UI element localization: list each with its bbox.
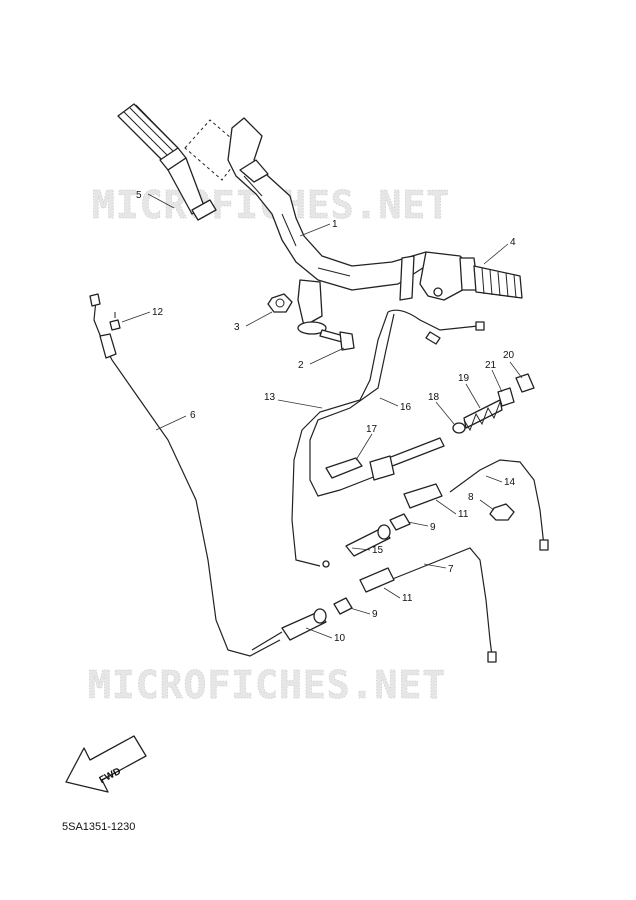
callout-8: 8 [468, 492, 474, 503]
screw [109, 319, 121, 331]
callout-11-upper: 11 [458, 509, 469, 520]
collar-lower [333, 597, 353, 615]
callout-16: 16 [400, 402, 412, 413]
adjust-nut [515, 373, 535, 393]
collar-upper [389, 513, 411, 531]
callout-9-upper: 9 [430, 522, 436, 533]
callout-12: 12 [152, 307, 164, 318]
callout-2: 2 [298, 360, 304, 371]
callout-3: 3 [234, 322, 240, 333]
callout-21: 21 [485, 360, 497, 371]
collar [497, 387, 515, 407]
callout-4: 4 [510, 237, 516, 248]
right-grip [459, 257, 523, 299]
brake-cable-13 [291, 311, 389, 567]
washer [452, 422, 466, 434]
small-nut [489, 503, 515, 521]
handlebar [117, 103, 523, 351]
callout-10: 10 [334, 633, 346, 644]
callout-18: 18 [428, 392, 440, 403]
nut [267, 293, 293, 313]
callout-9-lower: 9 [372, 609, 378, 620]
callout-13: 13 [264, 392, 276, 403]
bolt [319, 329, 355, 351]
watermark-bottom: MICROFICHES.NET [88, 663, 446, 707]
diagram-code: 5SA1351-1230 [62, 821, 135, 833]
throttle-cable [93, 299, 281, 657]
callout-19: 19 [458, 373, 470, 384]
callout-6: 6 [190, 410, 196, 421]
callout-1: 1 [332, 219, 338, 230]
callout-5: 5 [136, 190, 142, 201]
callout-7: 7 [448, 564, 454, 575]
brake-cable-16 [309, 313, 395, 497]
spring [463, 399, 503, 432]
cable-joint-upper [403, 483, 443, 509]
left-grip [117, 103, 217, 221]
callout-11-lower: 11 [402, 593, 413, 604]
callout-15: 15 [372, 545, 384, 556]
cable-7 [389, 547, 493, 657]
cable-joint-lower [359, 567, 395, 593]
callout-17: 17 [366, 424, 378, 435]
callouts: 1 2 3 4 5 6 7 8 9 9 10 11 11 12 13 14 15 [121, 190, 523, 644]
cable-14 [449, 459, 545, 547]
callout-20: 20 [503, 350, 515, 361]
callout-14: 14 [504, 477, 516, 488]
fwd-arrow-icon: FWD [65, 735, 147, 793]
cable-clip [325, 457, 363, 479]
